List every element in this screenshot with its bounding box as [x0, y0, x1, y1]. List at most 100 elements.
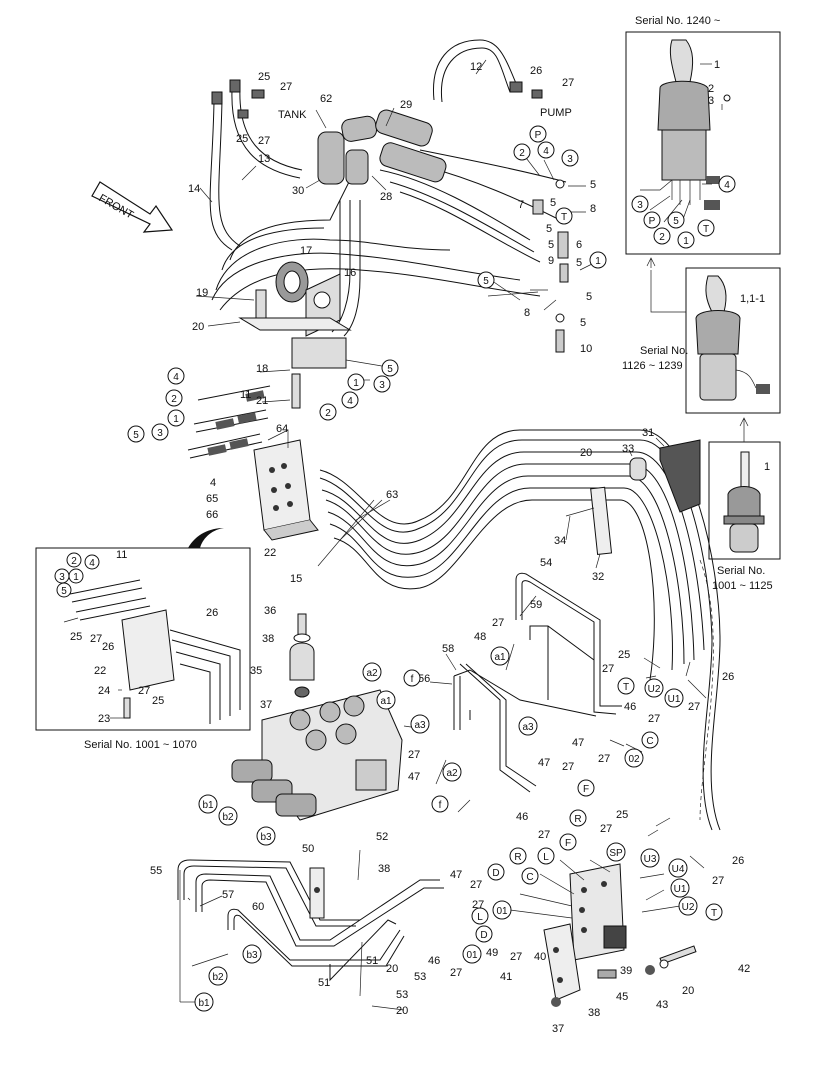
- port-label: 5: [61, 586, 67, 597]
- part-label: 27: [280, 81, 292, 93]
- port-label: U4: [672, 864, 685, 875]
- hoses-top: [209, 39, 567, 337]
- part-label: 19: [196, 287, 208, 299]
- part-label: 25: [152, 695, 164, 707]
- port-label: 5: [673, 216, 679, 227]
- port-label: 1: [683, 236, 689, 247]
- port-label: 1: [595, 256, 601, 267]
- port-label: a1: [494, 652, 506, 663]
- port-label: T: [703, 224, 709, 235]
- part-label: 5: [546, 223, 552, 235]
- port-label: 02: [628, 754, 640, 765]
- part-label: 54: [540, 557, 552, 569]
- port-label: 3: [567, 154, 573, 165]
- part-label: 29: [400, 99, 412, 111]
- part-label: 52: [376, 831, 388, 843]
- part-label: 27: [562, 761, 574, 773]
- port-label: 2: [325, 408, 331, 419]
- bulkhead-plate: [253, 439, 319, 541]
- port-label: 5: [483, 276, 489, 287]
- joystick-1001: [723, 451, 765, 553]
- part-label: 17: [300, 245, 312, 257]
- part-label: PUMP: [540, 107, 572, 119]
- part-label: 11: [116, 549, 127, 561]
- part-label: 66: [206, 509, 218, 521]
- part-label: 28: [380, 191, 392, 203]
- port-label: a3: [414, 720, 426, 731]
- port-label: F: [583, 784, 589, 795]
- hose-fittings-mid: [187, 385, 271, 459]
- part-label: 20: [580, 447, 592, 459]
- part-label: 14: [188, 183, 200, 195]
- port-label: 4: [724, 180, 730, 191]
- part-label: 27: [470, 879, 482, 891]
- part-label: 57: [222, 889, 234, 901]
- port-label: b3: [260, 832, 272, 843]
- part-label: 20: [396, 1005, 408, 1017]
- terminal-block: [565, 439, 701, 555]
- part-label: 27: [600, 823, 612, 835]
- steel-pipes-bottom: [177, 859, 444, 982]
- part-label: 25: [236, 133, 248, 145]
- part-label: 27: [138, 685, 150, 697]
- port-label: 4: [173, 372, 179, 383]
- port-label: L: [543, 852, 549, 863]
- part-label: 27: [688, 701, 700, 713]
- part-label: 22: [264, 547, 276, 559]
- part-label: 40: [534, 951, 546, 963]
- port-label: C: [646, 736, 653, 747]
- part-label: 62: [320, 93, 332, 105]
- part-label: 11: [240, 389, 251, 401]
- part-label: 5: [576, 257, 582, 269]
- part-label: 23: [98, 713, 110, 725]
- part-label: 27: [712, 875, 724, 887]
- port-label: 3: [157, 428, 163, 439]
- port-labels: 4 3 P 5 2 1 T P 2 4 3 T 1 5 5 1 3 4 2 4 …: [54, 125, 736, 1012]
- joystick-1126: [695, 275, 770, 401]
- part-label: 47: [408, 771, 420, 783]
- part-label: 12: [470, 61, 482, 73]
- clamp-35: [289, 613, 315, 698]
- part-label: 5: [586, 291, 592, 303]
- part-label: 16: [344, 267, 356, 279]
- part-label: 21: [256, 395, 268, 407]
- variant-box-1126: [685, 267, 781, 414]
- port-label: U1: [674, 884, 687, 895]
- port-label: b2: [222, 812, 234, 823]
- part-number-labels: 1 2 3 1,1-1 1 25 27 25 27 TANK 13 14 12 …: [70, 59, 770, 1035]
- joystick-1240: [657, 39, 731, 210]
- part-label: 24: [98, 685, 110, 697]
- part-label: 5: [580, 317, 586, 329]
- part-label: 46: [516, 811, 528, 823]
- port-label: D: [492, 868, 499, 879]
- port-label: R: [514, 852, 521, 863]
- directional-valve-40: [543, 863, 697, 1007]
- protective-sleeves: [317, 109, 447, 185]
- fittings-tank: [211, 79, 543, 119]
- port-label: b1: [198, 998, 210, 1009]
- part-label: 20: [386, 963, 398, 975]
- part-label: 25: [70, 631, 82, 643]
- port-label: b3: [246, 950, 258, 961]
- part-label: 22: [94, 665, 106, 677]
- part-label: 27: [602, 663, 614, 675]
- part-label: 10: [580, 343, 592, 355]
- part-label: 27: [258, 135, 270, 147]
- front-arrow-icon: FRONT: [91, 181, 174, 233]
- caption-serial-1001-b: 1001 ~ 1125: [712, 580, 773, 592]
- part-label: 27: [90, 633, 102, 645]
- port-label: SP: [609, 848, 623, 859]
- part-label: 25: [618, 649, 630, 661]
- part-label: 46: [428, 955, 440, 967]
- steel-pipes-mid: [453, 572, 622, 793]
- control-valve: [231, 689, 403, 821]
- part-label: 42: [738, 963, 750, 975]
- part-label: 26: [102, 641, 114, 653]
- port-label: 2: [171, 394, 177, 405]
- part-label: 27: [492, 617, 504, 629]
- port-label: b1: [202, 800, 214, 811]
- part-label: 27: [408, 749, 420, 761]
- part-label: 25: [258, 71, 270, 83]
- part-label: 38: [262, 633, 274, 645]
- part-label: 5: [550, 197, 556, 209]
